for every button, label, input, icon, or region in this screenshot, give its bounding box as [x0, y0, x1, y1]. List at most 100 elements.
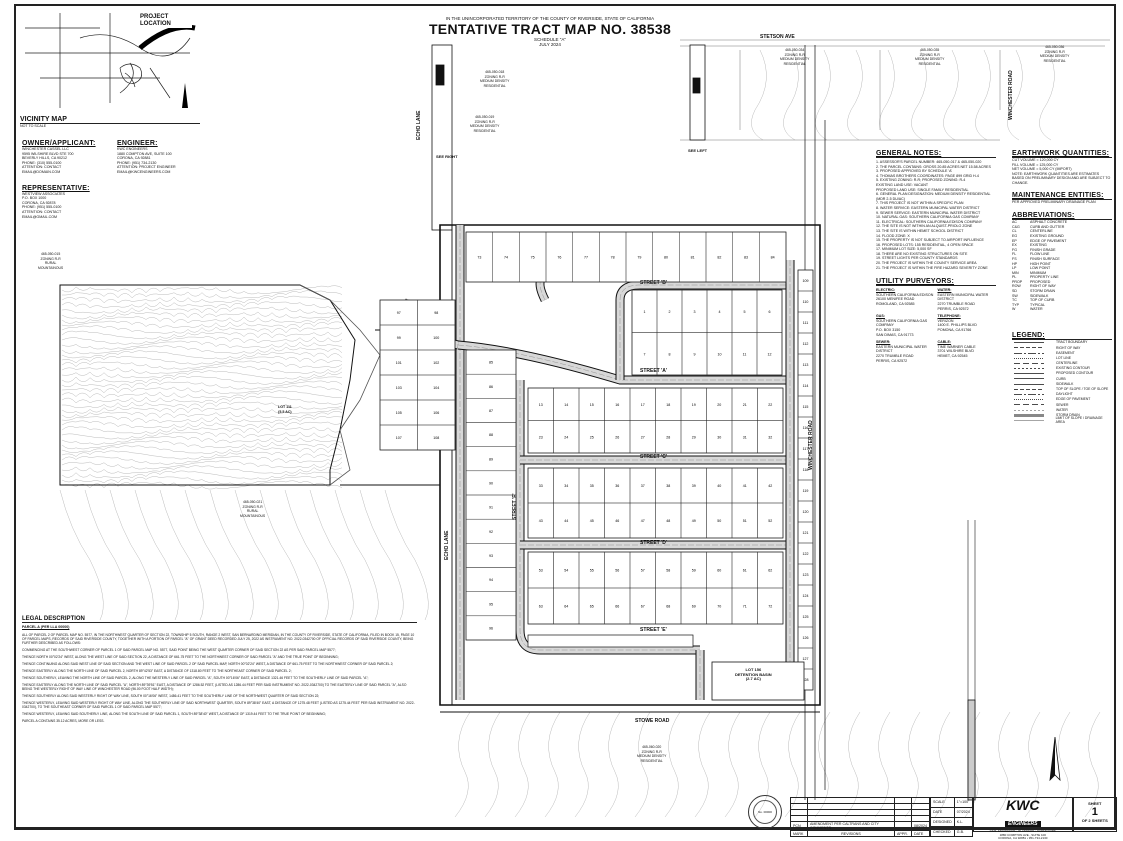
abbreviation-code: LP: [1012, 266, 1017, 271]
lot-number: 114: [803, 384, 809, 388]
lot-number: 103: [396, 386, 402, 390]
utility-label: SEWER:: [876, 340, 891, 345]
abbreviation-code: PL: [1012, 275, 1017, 280]
lot-number: 31: [743, 435, 747, 439]
contour-lines: [59, 49, 1101, 818]
legend-label: EXISTING CONTOUR: [1056, 366, 1090, 371]
general-note: 2. THE PARCEL CONTAINS: GROSS 20.85 ACRE…: [876, 164, 991, 169]
earthwork-item: CUT VOLUME = 120,000 CY: [1012, 158, 1059, 162]
road-label-street-d: STREET 'D': [640, 540, 667, 546]
utility-label: GAS:: [876, 314, 885, 319]
lot: [465, 615, 517, 641]
general-note: PROPOSED LAND USE: SINGLE FAMILY RESIDEN…: [876, 187, 969, 192]
scale-value: 1"=100': [953, 797, 973, 808]
road-label-stetson: STETSON AVE: [760, 34, 795, 40]
lot-number: 70: [717, 605, 721, 609]
lot-number: 65: [590, 605, 594, 609]
general-note: 1. ASSESSOR'S PARCEL NUMBER: 465-050-017…: [876, 160, 982, 164]
firm-address: CIVIL ENGINEERS • PLANNERS • SURVEYORS 1…: [989, 829, 1056, 841]
lot-number: 24: [564, 435, 568, 439]
lot-number: 120: [803, 510, 809, 514]
vicinity-map-title: VICINITY MAP: [20, 116, 200, 124]
lot: [757, 420, 784, 454]
road-label-street-e: STREET 'E': [640, 627, 667, 633]
lot-number: 26: [615, 435, 619, 439]
abbreviation-code: EX: [1012, 243, 1017, 248]
engineer-seal: No. 00000: [748, 795, 782, 829]
maintenance-heading: MAINTENANCE ENTITIES:: [1012, 192, 1112, 200]
lot-number: 71: [743, 605, 747, 609]
lot-number: 123: [803, 573, 809, 577]
legend-line-symbol: [1014, 383, 1044, 385]
general-note: 14. FLOOD ZONE: X: [876, 233, 910, 238]
legend-label: EDGE OF PAVEMENT: [1056, 397, 1091, 402]
sheet-of: OF 2 SHEETS: [1081, 818, 1108, 823]
lot-number: 118: [803, 468, 809, 472]
legend-label: TOP OF SLOPE / TOE OF SLOPE: [1056, 387, 1109, 392]
abbreviations-heading: ABBREVIATIONS:: [1012, 212, 1112, 221]
legend-line-symbol: [1014, 342, 1044, 344]
lot-number: 48: [666, 519, 670, 523]
lot: [759, 231, 787, 283]
vicinity-map: PROJECT LOCATION: [20, 8, 200, 118]
lot-number: 54: [564, 569, 568, 573]
utility-text: EASTERN MUNICIPAL WATER DISTRICT 2270 TR…: [876, 344, 927, 363]
abbreviation-meaning: CENTERLINE: [1030, 229, 1053, 234]
lot-number: 102: [433, 361, 439, 365]
checked-value: G.B.: [953, 826, 973, 837]
legend-label: LIMIT OF SLOPE / DRAINAGE AREA: [1055, 415, 1103, 425]
north-arrow-icon: [182, 83, 188, 108]
lot-number: 64: [564, 605, 568, 609]
legal-paragraph: THENCE SOUTHERLY ALONG SAID WESTERLY RIG…: [22, 693, 320, 698]
lot-number: 42: [768, 484, 772, 488]
abbreviation-code: MIN: [1012, 270, 1019, 275]
legend-label: LOT LINE: [1056, 355, 1072, 360]
lot-number: 125: [803, 615, 809, 619]
basin-label: LOT 156 DETENTION BASIN (2.7 AC): [735, 667, 772, 682]
road-label-street-b: STREET 'B': [640, 280, 667, 286]
legend-heading: LEGEND:: [1012, 332, 1112, 341]
legal-paragraph: THENCE WESTERLY, LEAVING SAID SOUTHERLY …: [22, 711, 326, 716]
lot-number: 49: [692, 519, 696, 523]
lot-number: 22: [768, 403, 772, 407]
lot-number: 46: [615, 519, 619, 523]
lot-number: 13: [539, 403, 543, 407]
lot-number: 69: [692, 605, 696, 609]
lot-number: 66: [615, 605, 619, 609]
checked-label: CHECKED: [930, 826, 955, 837]
general-note: 19. STREET LIGHTS PER COUNTY STANDARDS: [876, 256, 958, 261]
lot-number: 110: [803, 300, 809, 304]
abbreviation-meaning: EXISTING GROUND: [1030, 233, 1064, 238]
legend-label: CURB: [1056, 376, 1066, 381]
legend-row: TOP OF SLOPE / TOE OF SLOPE: [1012, 387, 1112, 392]
lot-number: 33: [539, 484, 543, 488]
road-label-street-c: STREET 'C': [640, 454, 667, 460]
lot: [417, 424, 456, 451]
lot-number: 89: [489, 457, 493, 461]
lot-number: 108: [433, 436, 439, 440]
map-date: JULY 2024: [539, 42, 561, 47]
utility-entry: CABLE:TIME WARNER CABLE 3701 WILSHIRE BL…: [938, 340, 997, 363]
abbreviation-meaning: TOP OF CURB: [1030, 298, 1055, 303]
legend-line-symbol: [1014, 373, 1044, 375]
general-note: 13. THE SITE IS WITHIN HEMET SCHOOL DIST…: [876, 228, 964, 233]
lot-number: 61: [743, 569, 747, 573]
firm-name: KWC: [1006, 797, 1040, 813]
lot-number: 10: [718, 352, 722, 356]
lot-number: 63: [539, 605, 543, 609]
abbreviation-meaning: PROPOSED: [1030, 279, 1051, 284]
lot-number: 72: [768, 605, 772, 609]
representative-heading: REPRESENTATIVE:: [22, 184, 90, 192]
sheet-border: [14, 4, 1116, 830]
